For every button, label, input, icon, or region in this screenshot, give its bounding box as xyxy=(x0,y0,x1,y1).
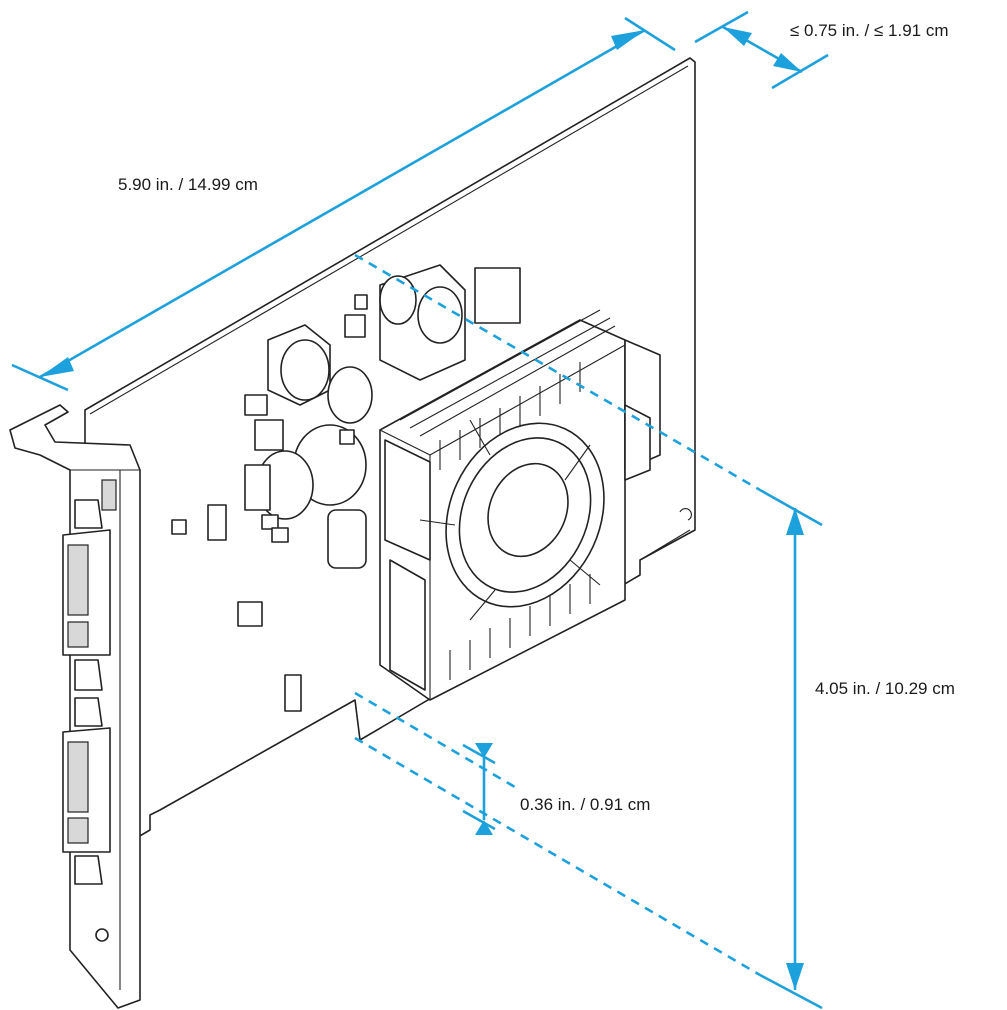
length-label: 5.90 in. / 14.99 cm xyxy=(118,175,258,194)
bracket-label xyxy=(101,479,117,511)
connector-offset-label: 0.36 in. / 0.91 cm xyxy=(520,795,650,814)
height-label: 4.05 in. / 10.29 cm xyxy=(815,679,955,698)
connector-offset-dimension: 0.36 in. / 0.91 cm xyxy=(354,691,650,835)
thickness-label: ≤ 0.75 in. / ≤ 1.91 cm xyxy=(790,21,949,40)
height-dimension: 4.05 in. / 10.29 cm xyxy=(354,253,955,1010)
heatsink-fan xyxy=(379,309,661,701)
capacitors xyxy=(171,264,521,712)
length-dimension: 5.90 in. / 14.99 cm xyxy=(11,16,676,392)
thickness-dimension: ≤ 0.75 in. / ≤ 1.91 cm xyxy=(694,10,949,90)
dvi-connector-top xyxy=(62,499,111,691)
dvi-connector-bottom xyxy=(62,697,111,885)
